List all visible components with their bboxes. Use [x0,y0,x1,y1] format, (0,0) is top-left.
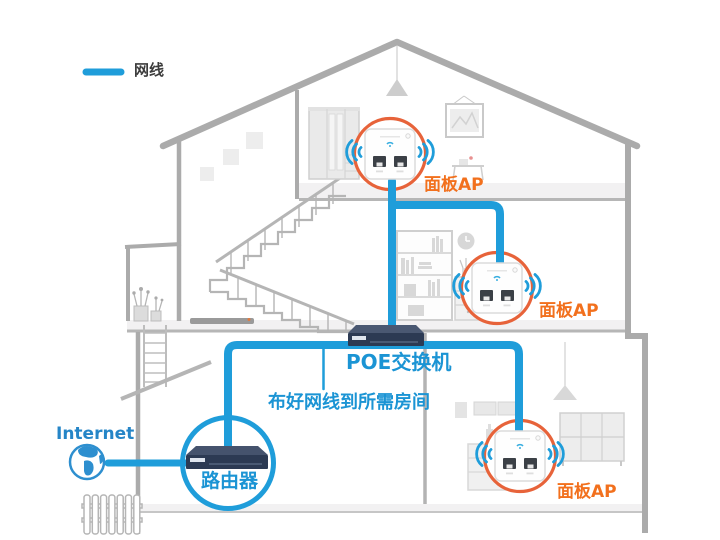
right-wall [625,143,648,533]
ap-attic-label: 面板AP [424,175,484,195]
cabinet [559,412,625,466]
trellis [143,325,167,387]
balcony [124,242,182,321]
router-label: 路由器 [201,470,259,492]
roof [159,38,641,150]
poe-switch-label: POE交换机 [346,350,452,374]
picture-frame [445,95,484,138]
globe-icon [68,443,106,481]
staircase [208,172,355,334]
network-cables [104,177,523,467]
exterior-rail [120,360,212,401]
ap-ground-label: 面板AP [557,482,617,502]
sideboard [190,318,254,324]
internet-label: Internet [56,424,135,444]
bookshelf [396,230,453,321]
fence [81,494,143,535]
wall-clock [457,232,475,250]
room-pendant-lamp [553,342,577,400]
cabling-note-label: 布好网线到所需房间 [268,392,430,413]
balcony-plants [132,287,164,322]
legend-label: 网线 [134,61,165,79]
wardrobe [308,107,360,180]
cable-to-middle-ap [388,201,504,270]
ground-floor [140,504,645,512]
ap-middle-label: 面板AP [539,301,599,321]
router-device [186,446,268,469]
attic-pendant-lamp [386,46,408,96]
attic-table [452,156,484,181]
poe-switch-device [348,325,424,346]
wall-decor-squares [200,132,263,181]
